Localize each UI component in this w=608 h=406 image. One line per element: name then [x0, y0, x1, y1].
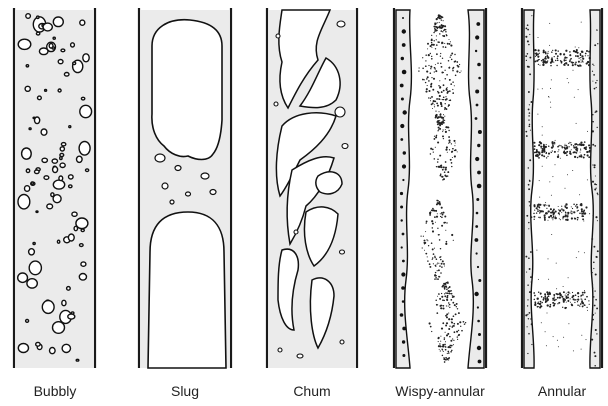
slug-pipe [139, 8, 231, 368]
annular-droplet-bands [525, 15, 598, 366]
taylor-bubble-upper [152, 20, 222, 160]
wispy-annular-pipe [394, 8, 486, 368]
bubbly-pipe [14, 8, 95, 368]
taylor-bubble-lower [148, 212, 226, 368]
annular-pipe [522, 8, 602, 368]
label-churn: Chum [257, 383, 367, 399]
label-wispy-annular: Wispy-annular [385, 383, 495, 399]
wall-film-right [468, 10, 484, 368]
label-annular: Annular [507, 383, 608, 399]
churn-gas-pocket [316, 172, 342, 194]
wall-film-left [396, 10, 411, 368]
wispy-droplet-clusters [418, 14, 466, 363]
label-bubbly: Bubbly [0, 383, 110, 399]
label-slug: Slug [130, 383, 240, 399]
churn-pipe [267, 8, 357, 368]
